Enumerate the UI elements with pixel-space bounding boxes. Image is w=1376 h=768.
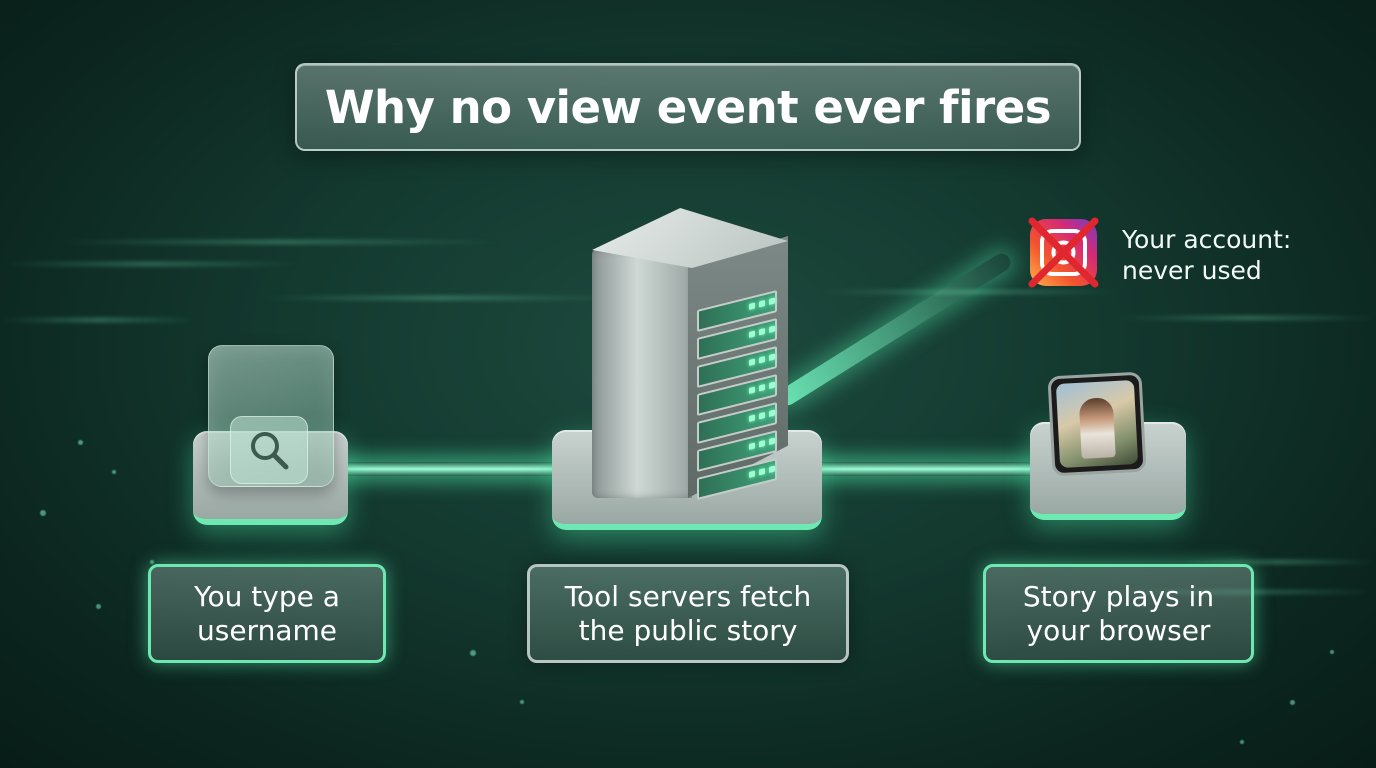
account-note-line1: Your account: [1122,225,1292,254]
search-icon [251,432,289,470]
step-label-text: Tool servers fetch the public story [564,579,812,647]
beam-to-account [775,250,1014,409]
story-image [1078,397,1116,459]
diagram-title: Why no view event ever fires [324,80,1052,134]
account-note: Your account: never used [1122,224,1291,286]
instagram-crossed-icon [1028,217,1099,288]
step-label-text: You type a username [194,579,340,647]
title-box: Why no view event ever fires [295,63,1081,151]
step-label-servers-fetch: Tool servers fetch the public story [527,564,849,663]
step-label-type-username: You type a username [148,564,386,663]
beam-right [800,462,1040,476]
step-label-text: Story plays in your browser [1022,579,1215,647]
beam-left [335,462,575,476]
search-tile [230,416,308,484]
server-front-face [592,250,692,498]
phone-screen [1055,380,1139,468]
step-label-story-plays: Story plays in your browser [983,564,1254,663]
account-note-line2: never used [1122,256,1262,285]
phone-icon [1047,371,1147,477]
